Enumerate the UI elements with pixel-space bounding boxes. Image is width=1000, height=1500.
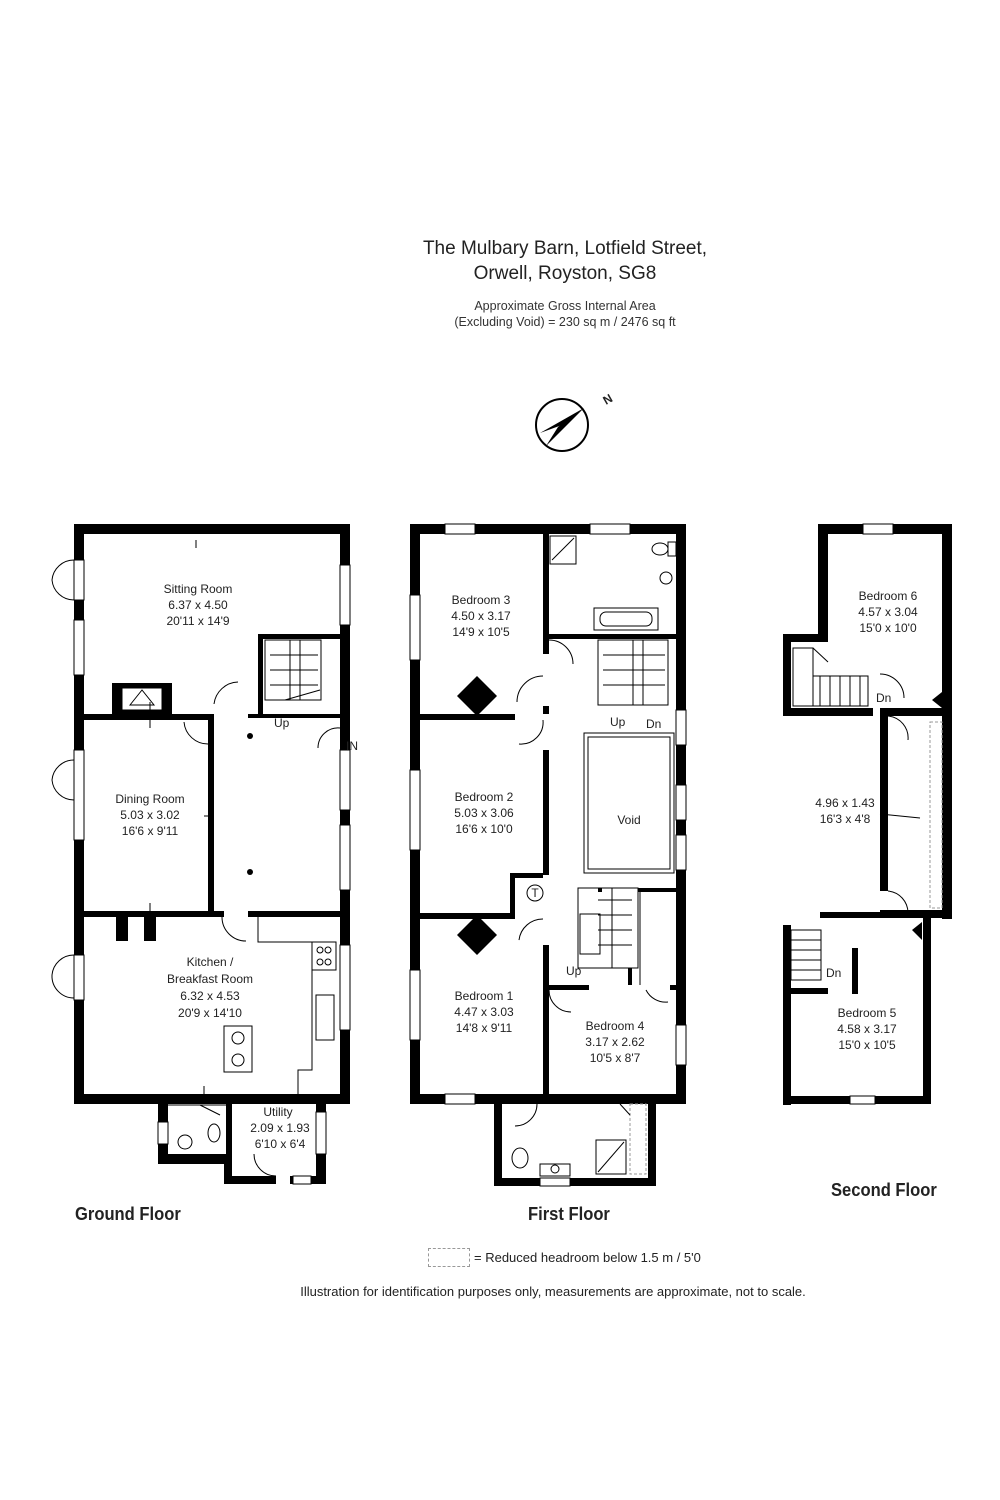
room-bedroom-5: Bedroom 5 4.58 x 3.17 15'0 x 10'5: [837, 1006, 897, 1052]
ground-floor-label: Ground Floor: [75, 1204, 181, 1224]
room-name: Dining Room: [115, 792, 184, 806]
first-floor-plan: T: [409, 523, 687, 1187]
room-imperial: 6'10 x 6'4: [255, 1137, 306, 1151]
headroom-legend-swatch: [428, 1248, 470, 1267]
room-imperial: 15'0 x 10'0: [859, 621, 917, 635]
room-bedroom-6: Bedroom 6 4.57 x 3.04 15'0 x 10'0: [858, 589, 918, 635]
gross-area: Approximate Gross Internal Area (Excludi…: [0, 298, 1000, 330]
first-lower-stair-up-label: Up: [566, 964, 582, 978]
disclaimer: Illustration for identification purposes…: [300, 1284, 806, 1299]
first-stair-up-label: Up: [610, 715, 626, 729]
second-floor-lower-stairs: [790, 929, 822, 981]
room-name: Bedroom 3: [452, 593, 511, 607]
room-name-1: Kitchen /: [187, 955, 234, 969]
first-stair-dn-label: Dn: [646, 717, 661, 731]
room-bedroom-4: Bedroom 4 3.17 x 2.62 10'5 x 8'7: [585, 1019, 645, 1065]
room-metric: 4.47 x 3.03: [454, 1005, 514, 1019]
room-metric: 5.03 x 3.02: [120, 808, 180, 822]
room-metric: 5.03 x 3.06: [454, 806, 514, 820]
room-metric: 6.37 x 4.50: [168, 598, 228, 612]
room-metric: 4.58 x 3.17: [837, 1022, 897, 1036]
room-bedroom-2: Bedroom 2 5.03 x 3.06 16'6 x 10'0: [454, 790, 514, 836]
room-imperial: 14'9 x 10'5: [452, 625, 510, 639]
room-name: Bedroom 6: [859, 589, 918, 603]
room-bedroom-1: Bedroom 1 4.47 x 3.03 14'8 x 9'11: [454, 989, 514, 1035]
title-line-2: Orwell, Royston, SG8: [473, 263, 657, 284]
room-imperial: 16'6 x 9'11: [122, 824, 179, 838]
room-dining-room: Dining Room 5.03 x 3.02 16'6 x 9'11: [115, 792, 184, 838]
area-line-2: (Excluding Void) = 230 sq m / 2476 sq ft: [454, 315, 676, 329]
room-name-2: Breakfast Room: [167, 972, 253, 986]
room-imperial: 16'6 x 10'0: [455, 822, 513, 836]
headroom-legend: = Reduced headroom below 1.5 m / 5'0: [428, 1248, 701, 1267]
second-lower-stair-dn-label: Dn: [826, 966, 841, 980]
room-sitting-room: Sitting Room 6.37 x 4.50 20'11 x 14'9: [164, 582, 233, 628]
north-label: N: [601, 391, 616, 407]
room-imperial: 20'11 x 14'9: [166, 614, 229, 628]
void-label: Void: [617, 813, 640, 827]
title-line-1: The Mulbary Barn, Lotfield Street,: [422, 238, 708, 259]
second-stair-dn-label: Dn: [876, 691, 891, 705]
entrance-in-label: IN: [346, 739, 358, 753]
room-name: Bedroom 4: [586, 1019, 645, 1033]
ground-floor-plan: [51, 524, 351, 1185]
room-landing: 4.96 x 1.43 16'3 x 4'8: [815, 796, 875, 826]
headroom-legend-text: = Reduced headroom below 1.5 m / 5'0: [474, 1250, 701, 1265]
room-bedroom-3: Bedroom 3 4.50 x 3.17 14'9 x 10'5: [451, 593, 511, 639]
north-compass-icon: N: [535, 391, 616, 452]
room-imperial: 15'0 x 10'5: [838, 1038, 896, 1052]
room-metric: 4.50 x 3.17: [451, 609, 511, 623]
room-metric: 4.57 x 3.04: [858, 605, 918, 619]
room-name: Bedroom 1: [455, 989, 514, 1003]
room-kitchen: Kitchen / Breakfast Room 6.32 x 4.53 20'…: [167, 955, 253, 1020]
room-name: Bedroom 2: [455, 790, 514, 804]
airing-cupboard-label: T: [531, 886, 539, 900]
first-floor-stairs: [597, 639, 669, 706]
room-name: Sitting Room: [164, 582, 233, 596]
room-metric: 6.32 x 4.53: [180, 989, 240, 1003]
first-floor-lower-stairs: [577, 887, 641, 985]
room-utility: Utility 2.09 x 1.93 6'10 x 6'4: [250, 1105, 310, 1151]
second-floor-label: Second Floor: [831, 1180, 937, 1200]
room-imperial: 20'9 x 14'10: [178, 1006, 242, 1020]
room-name: Bedroom 5: [838, 1006, 897, 1020]
room-metric: 3.17 x 2.62: [585, 1035, 645, 1049]
room-imperial: 14'8 x 9'11: [456, 1021, 513, 1035]
ground-stair-up-label: Up: [274, 716, 290, 730]
room-metric: 4.96 x 1.43: [815, 796, 875, 810]
second-floor-stairs: [792, 647, 869, 707]
property-title: The Mulbary Barn, Lotfield Street, Orwel…: [0, 236, 1000, 286]
first-floor-label: First Floor: [528, 1204, 610, 1224]
room-metric: 2.09 x 1.93: [250, 1121, 310, 1135]
room-name: Utility: [263, 1105, 292, 1119]
area-line-1: Approximate Gross Internal Area: [474, 299, 656, 313]
ground-stairs: [264, 639, 322, 701]
room-imperial: 10'5 x 8'7: [590, 1051, 641, 1065]
second-floor-plan: [783, 523, 952, 1105]
room-imperial: 16'3 x 4'8: [820, 812, 871, 826]
